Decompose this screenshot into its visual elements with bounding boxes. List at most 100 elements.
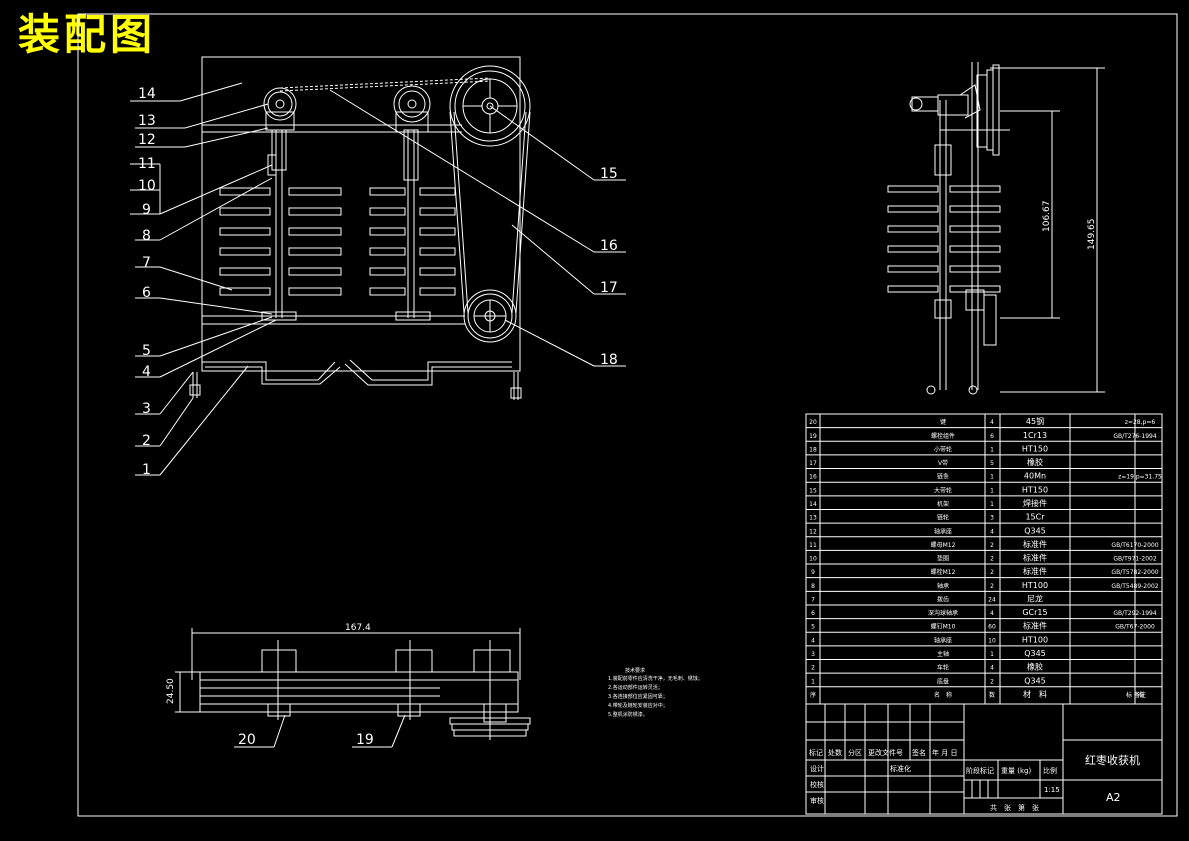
bom-cell-material: 40Mn bbox=[1024, 472, 1046, 481]
bom-cell-name: 螺钉M10 bbox=[931, 623, 956, 631]
bom-cell-material: HT150 bbox=[1022, 444, 1048, 453]
callout-15: 15 bbox=[600, 166, 618, 182]
bom-cell-qty: 3 bbox=[990, 515, 994, 522]
bom-cell-qty: 4 bbox=[990, 528, 994, 535]
callout-4: 4 bbox=[142, 364, 151, 380]
callout-6: 6 bbox=[142, 285, 151, 301]
dim-side-inner: 106.67 bbox=[1042, 201, 1052, 233]
bom-cell-no: 6 bbox=[811, 610, 815, 617]
bom-cell-no: 8 bbox=[811, 583, 815, 590]
callout-19: 19 bbox=[356, 732, 374, 748]
tech-item-4: 4.带轮及链轮安装应对中； bbox=[608, 702, 668, 709]
bom-cell-name: 链轮 bbox=[937, 514, 949, 522]
callout-11: 11 bbox=[138, 156, 156, 172]
bom-cell-no: 2 bbox=[811, 665, 815, 672]
sheet-border bbox=[77, 13, 1178, 817]
bom-cell-material: GCr15 bbox=[1022, 608, 1047, 617]
tb-design: 设计 bbox=[810, 764, 824, 773]
tb-scale-value: 1:15 bbox=[1044, 786, 1060, 794]
bom-cell-qty: 10 bbox=[988, 637, 996, 644]
bom-cell-qty: 1 bbox=[990, 651, 994, 658]
bom-cell-no: 17 bbox=[809, 460, 817, 467]
front-view bbox=[189, 56, 531, 400]
tb-date: 年 月 日 bbox=[932, 748, 957, 757]
callout-12: 12 bbox=[138, 132, 156, 148]
tech-item-5: 5.整机涂防锈漆。 bbox=[608, 711, 648, 718]
tb-mark: 标记 bbox=[809, 748, 823, 757]
bom-cell-no: 12 bbox=[809, 528, 817, 535]
bom-cell-standard: GB/T6170-2000 bbox=[1111, 542, 1158, 549]
bom-cell-no: 15 bbox=[809, 487, 817, 494]
tb-weight-label: 重量 (kg) bbox=[1001, 767, 1031, 775]
title-block-main: 红枣收获机 A2 bbox=[1085, 753, 1140, 804]
bom-cell-qty: 1 bbox=[990, 501, 994, 508]
tb-change: 更改文件号 bbox=[868, 748, 903, 757]
bom-cell-name: 名 称 bbox=[934, 691, 952, 699]
bom-cell-name: 主轴 bbox=[937, 650, 949, 658]
bom-cell-name: 轴承座 bbox=[934, 527, 952, 535]
bom-cell-no: 19 bbox=[809, 433, 817, 440]
bom-table bbox=[805, 413, 1163, 705]
bom-cell-no: 10 bbox=[809, 556, 817, 563]
bom-cell-no: 14 bbox=[809, 501, 817, 508]
bom-cell-qty: 5 bbox=[990, 460, 994, 467]
bom-cell-no: 9 bbox=[811, 569, 815, 576]
bom-cell-qty: 2 bbox=[990, 583, 994, 590]
dim-height: 24.50 bbox=[166, 678, 176, 704]
tech-item-1: 1.装配前零件应清洗干净，无毛刺、锈蚀； bbox=[608, 675, 703, 682]
title-block-text: 标记 处数 分区 更改文件号 签名 年 月 日 设计 标准化 校核 审核 阶段标… bbox=[809, 748, 1060, 812]
bom-cell-material: 1Cr13 bbox=[1023, 431, 1047, 440]
callout-17: 17 bbox=[600, 280, 618, 296]
bom-cell-note: z=28,p=6 bbox=[1125, 419, 1156, 426]
bom-cell-name: 轴承 bbox=[937, 582, 949, 590]
callout-14: 14 bbox=[138, 86, 156, 102]
callout-labels: 14 13 12 11 10 9 8 7 6 5 4 3 2 1 15 16 1… bbox=[138, 86, 618, 748]
bom-cell-name: 垫圈 bbox=[937, 555, 949, 563]
bom-cell-standard: GB/T292-1994 bbox=[1113, 610, 1157, 617]
bom-cell-name: 小带轮 bbox=[934, 445, 952, 453]
callout-9: 9 bbox=[142, 202, 151, 218]
left-tines bbox=[219, 187, 342, 296]
bom-cell-name: 机架 bbox=[937, 500, 949, 508]
tech-requirements: 技术要求 1.装配前零件应清洗干净，无毛刺、锈蚀； 2.各运动部件运转灵活； 3… bbox=[608, 667, 703, 718]
bom-cell-qty: 数 bbox=[989, 691, 995, 699]
bom-cell-material: 材 料 bbox=[1023, 689, 1047, 699]
bom-cell-material: HT100 bbox=[1022, 581, 1048, 590]
bom-cell-no: 3 bbox=[811, 651, 815, 658]
callout-20: 20 bbox=[238, 732, 256, 748]
bom-cell-name: 大带轮 bbox=[934, 486, 952, 494]
bom-cell-standard: GB/T67-2000 bbox=[1115, 624, 1155, 631]
tb-zone: 分区 bbox=[848, 748, 862, 757]
callout-1: 1 bbox=[142, 462, 151, 478]
bom-cell-name: 轴承座 bbox=[934, 636, 952, 644]
bom-cell-name: V带 bbox=[938, 459, 948, 467]
callout-16: 16 bbox=[600, 238, 618, 254]
bom-cell-qty: 2 bbox=[990, 678, 994, 685]
callout-8: 8 bbox=[142, 228, 151, 244]
bom-cell-name: 深沟球轴承 bbox=[928, 609, 958, 617]
bom-cell-standard: GB/T5489-2002 bbox=[1111, 583, 1158, 590]
tb-check: 校核 bbox=[810, 780, 824, 789]
bom-cell-qty: 4 bbox=[990, 665, 994, 672]
bom-cell-qty: 4 bbox=[990, 610, 994, 617]
bom-cell-no: 16 bbox=[809, 474, 817, 481]
bom-cell-material: 标准件 bbox=[1023, 539, 1047, 549]
side-view bbox=[887, 62, 1105, 395]
bom-cell-qty: 1 bbox=[990, 487, 994, 494]
bom-cell-no: 7 bbox=[811, 596, 815, 603]
bom-cell-material: HT100 bbox=[1022, 635, 1048, 644]
bom-cell-qty: 2 bbox=[990, 542, 994, 549]
drawing-title: 装配图 bbox=[18, 10, 157, 59]
callout-18: 18 bbox=[600, 352, 618, 368]
bom-cell-standard: GB/T5782-2000 bbox=[1111, 569, 1158, 576]
bom-cell-no: 20 bbox=[809, 419, 817, 426]
bom-cell-qty: 1 bbox=[990, 446, 994, 453]
callout-7: 7 bbox=[142, 255, 151, 271]
bom-cell-qty: 60 bbox=[988, 624, 996, 631]
bom-cell-name: 螺母M12 bbox=[931, 541, 956, 549]
bom-cell-material: HT150 bbox=[1022, 485, 1048, 494]
top-view bbox=[175, 628, 531, 740]
bom-cell-qty: 2 bbox=[990, 556, 994, 563]
